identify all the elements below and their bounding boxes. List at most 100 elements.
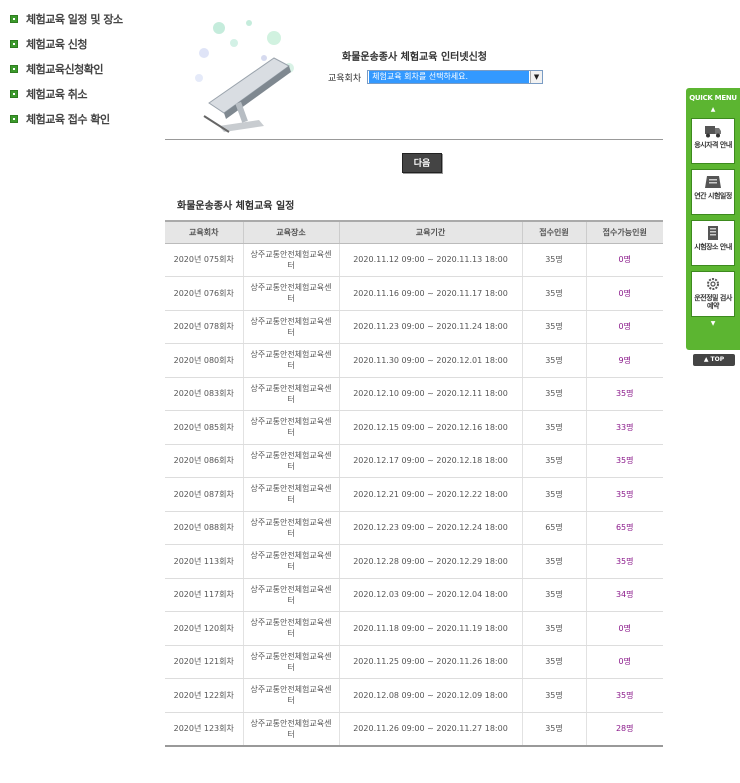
applied-count-cell: 35명 (521, 645, 586, 679)
applied-count-cell: 35명 (521, 276, 586, 311)
period-cell: 2020.11.26 09:00 ~ 2020.11.27 18:00 (338, 712, 522, 746)
left-menu-item[interactable]: 체험교육 취소 (10, 81, 160, 106)
available-count-cell: 0명 (585, 611, 663, 646)
round-cell: 2020년 083회차 (165, 377, 243, 411)
available-count-cell: 35명 (585, 678, 663, 713)
available-count-cell: 0명 (585, 310, 663, 344)
available-count-cell: 35명 (585, 444, 663, 478)
round-cell: 2020년 121회차 (165, 645, 243, 679)
round-cell: 2020년 117회차 (165, 578, 243, 612)
period-cell: 2020.12.08 09:00 ~ 2020.12.09 18:00 (338, 678, 522, 713)
quick-annual-schedule-button[interactable]: 연간 시험일정 (691, 169, 735, 215)
truck-icon (705, 126, 721, 138)
available-count-cell: 0명 (585, 243, 663, 277)
available-count-cell: 0명 (585, 645, 663, 679)
quick-menu-title: QUICK MENU (689, 94, 737, 102)
round-cell: 2020년 120회차 (165, 611, 243, 646)
round-cell: 2020년 075회차 (165, 243, 243, 277)
round-cell: 2020년 113회차 (165, 544, 243, 579)
place-cell: 상주교통안전체험교육센터 (242, 611, 339, 646)
applied-count-cell: 35명 (521, 544, 586, 579)
place-cell: 상주교통안전체험교육센터 (242, 712, 339, 746)
round-label: 교육회차 (328, 73, 362, 84)
round-cell: 2020년 078회차 (165, 310, 243, 344)
applied-count-cell: 35명 (521, 477, 586, 512)
column-header: 교육장소 (242, 220, 339, 244)
place-cell: 상주교통안전체험교육센터 (242, 578, 339, 612)
column-header: 교육회차 (165, 220, 243, 244)
round-cell: 2020년 085회차 (165, 410, 243, 445)
round-cell: 2020년 087회차 (165, 477, 243, 512)
applied-count-cell: 35명 (521, 611, 586, 646)
quick-qualification-button[interactable]: 응시자격 안내 (691, 118, 735, 164)
gear-icon (707, 278, 719, 290)
left-menu-item[interactable]: 체험교육 일정 및 장소 (10, 6, 160, 31)
period-cell: 2020.11.12 09:00 ~ 2020.11.13 18:00 (338, 243, 522, 277)
place-cell: 상주교통안전체험교육센터 (242, 477, 339, 512)
place-cell: 상주교통안전체험교육센터 (242, 276, 339, 311)
place-cell: 상주교통안전체험교육센터 (242, 544, 339, 579)
place-cell: 상주교통안전체험교육센터 (242, 310, 339, 344)
left-menu-label: 체험교육 접수 확인 (26, 112, 110, 126)
bullet-icon (10, 114, 18, 123)
place-cell: 상주교통안전체험교육센터 (242, 377, 339, 411)
round-select-row: 교육회차 체험교육 회차를 선택하세요. ▼ (328, 70, 544, 84)
building-icon (708, 226, 718, 240)
quick-menu-up-icon[interactable]: ▲ (710, 106, 716, 113)
place-cell: 상주교통안전체험교육센터 (242, 410, 339, 445)
applied-count-cell: 35명 (521, 310, 586, 344)
available-count-cell: 35명 (585, 377, 663, 411)
bullet-icon (10, 39, 18, 48)
schedule-title: 화물운송종사 체험교육 일정 (177, 201, 295, 212)
bullet-icon (10, 14, 18, 23)
round-cell: 2020년 080회차 (165, 343, 243, 378)
next-button[interactable]: 다음 (402, 153, 442, 173)
period-cell: 2020.12.15 09:00 ~ 2020.12.16 18:00 (338, 410, 522, 445)
column-header: 접수인원 (521, 220, 586, 244)
available-count-cell: 0명 (585, 276, 663, 311)
scroll-top-button[interactable]: ▲ TOP (693, 354, 735, 366)
applied-count-cell: 35명 (521, 444, 586, 478)
quick-driving-test-booking-button[interactable]: 운전정밀 검사예약 (691, 271, 735, 317)
left-menu-label: 체험교육신청확인 (26, 62, 103, 76)
applied-count-cell: 35명 (521, 377, 586, 411)
quick-menu-down-icon[interactable]: ▼ (710, 320, 716, 327)
place-cell: 상주교통안전체험교육센터 (242, 645, 339, 679)
round-select[interactable]: 체험교육 회차를 선택하세요. ▼ (367, 70, 544, 84)
chevron-down-icon[interactable]: ▼ (530, 71, 543, 83)
round-cell: 2020년 086회차 (165, 444, 243, 478)
round-select-value: 체험교육 회차를 선택하세요. (369, 71, 530, 83)
available-count-cell: 35명 (585, 544, 663, 579)
period-cell: 2020.12.17 09:00 ~ 2020.12.18 18:00 (338, 444, 522, 478)
period-cell: 2020.11.30 09:00 ~ 2020.12.01 18:00 (338, 343, 522, 378)
applied-count-cell: 35명 (521, 410, 586, 445)
left-menu-item[interactable]: 체험교육 접수 확인 (10, 106, 160, 131)
round-cell: 2020년 122회차 (165, 678, 243, 713)
calendar-icon (705, 176, 721, 188)
quick-item-label: 연간 시험일정 (694, 192, 732, 200)
period-cell: 2020.12.21 09:00 ~ 2020.12.22 18:00 (338, 477, 522, 512)
place-cell: 상주교통안전체험교육센터 (242, 678, 339, 713)
left-menu-item[interactable]: 체험교육신청확인 (10, 56, 160, 81)
applied-count-cell: 35명 (521, 578, 586, 612)
round-cell: 2020년 076회차 (165, 276, 243, 311)
left-menu-item[interactable]: 체험교육 신청 (10, 31, 160, 56)
place-cell: 상주교통안전체험교육센터 (242, 444, 339, 478)
applied-count-cell: 35명 (521, 678, 586, 713)
left-menu-label: 체험교육 신청 (26, 37, 88, 51)
bullet-icon (10, 89, 18, 98)
place-cell: 상주교통안전체험교육센터 (242, 511, 339, 545)
available-count-cell: 65명 (585, 511, 663, 545)
quick-test-location-button[interactable]: 시험장소 안내 (691, 220, 735, 266)
